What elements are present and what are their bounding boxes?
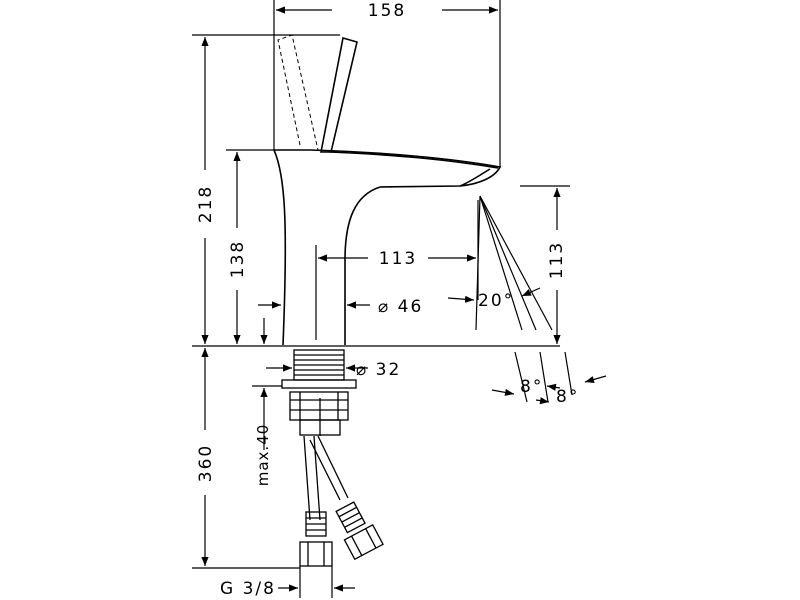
dim-below-deck: 360 bbox=[196, 444, 216, 482]
dim-body-diameter: ⌀ 46 bbox=[378, 297, 423, 317]
under-deck-assembly bbox=[281, 349, 384, 567]
hose-left bbox=[303, 435, 311, 521]
spout-underside bbox=[344, 186, 381, 345]
dim-jet-spread-b: 8° bbox=[556, 387, 579, 407]
lever-handle bbox=[320, 36, 358, 153]
spout-outlet-line bbox=[329, 151, 499, 169]
dim-jet-angle: 20° bbox=[478, 291, 514, 311]
dim-shank-diameter: ⌀ 32 bbox=[356, 360, 401, 380]
hex-nut-right bbox=[343, 523, 384, 561]
dimension-lines bbox=[192, 0, 607, 598]
hose-right bbox=[309, 439, 341, 501]
dim-width-overall: 158 bbox=[368, 1, 406, 21]
washer bbox=[281, 379, 357, 389]
dim-jet-spread-a: 8° bbox=[520, 377, 543, 397]
dim-max-thickness: max.40 bbox=[254, 424, 272, 487]
dim-spout-reach: 113 bbox=[379, 249, 417, 269]
water-jet bbox=[475, 195, 553, 331]
dim-spout-clearance: 113 bbox=[547, 241, 567, 279]
lever-alt-position bbox=[277, 34, 319, 151]
spout-top bbox=[274, 149, 502, 188]
body-left bbox=[273, 149, 287, 346]
hex-nut-left bbox=[299, 541, 333, 567]
dim-height-total: 218 bbox=[196, 185, 216, 223]
dim-connection: G 3/8 bbox=[220, 579, 276, 599]
dim-height-spout: 138 bbox=[228, 240, 248, 278]
spout-outlet-curve bbox=[459, 168, 491, 187]
mounting-nut bbox=[289, 391, 349, 421]
